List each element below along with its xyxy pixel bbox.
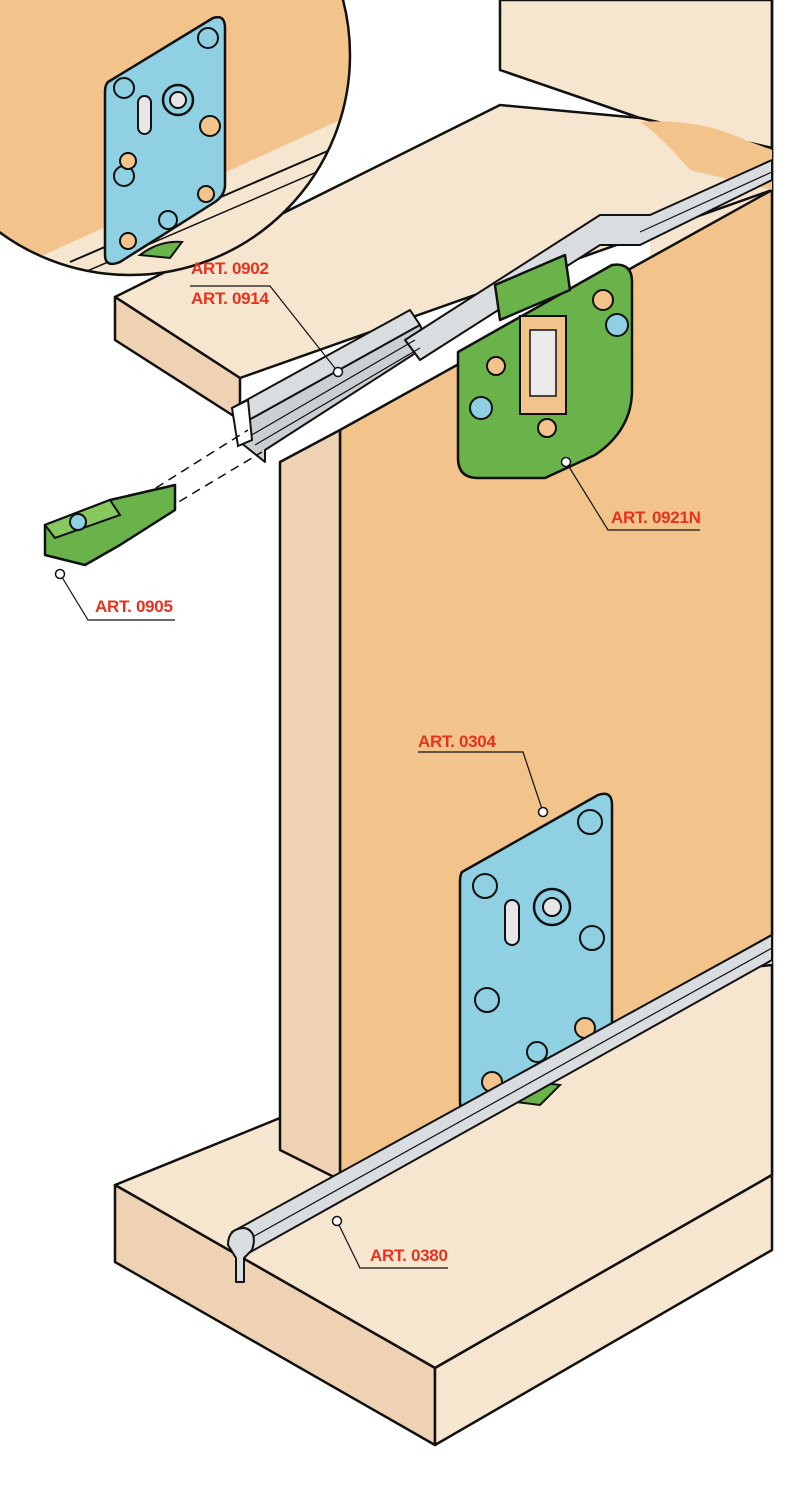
leader-lines (59, 285, 700, 1269)
label-art-0914: ART. 0914 (191, 289, 269, 308)
label-art-0905: ART. 0905 (95, 597, 173, 616)
top-guide-track (230, 159, 773, 463)
top-carrier-plate (456, 253, 634, 480)
label-art-0902: ART. 0902 (191, 259, 269, 278)
bottom-rail (227, 934, 773, 1283)
label-art-0380: ART. 0380 (370, 1246, 448, 1265)
bottom-roller-plate (458, 792, 614, 1117)
top-shelf (113, 103, 774, 422)
track-stopper (43, 429, 263, 567)
door-panel (278, 188, 774, 1182)
bottom-shelf (113, 963, 774, 1447)
leader-endpoints (54, 366, 572, 1227)
label-art-0921n: ART. 0921N (611, 508, 701, 527)
label-art-0304: ART. 0304 (418, 732, 496, 751)
